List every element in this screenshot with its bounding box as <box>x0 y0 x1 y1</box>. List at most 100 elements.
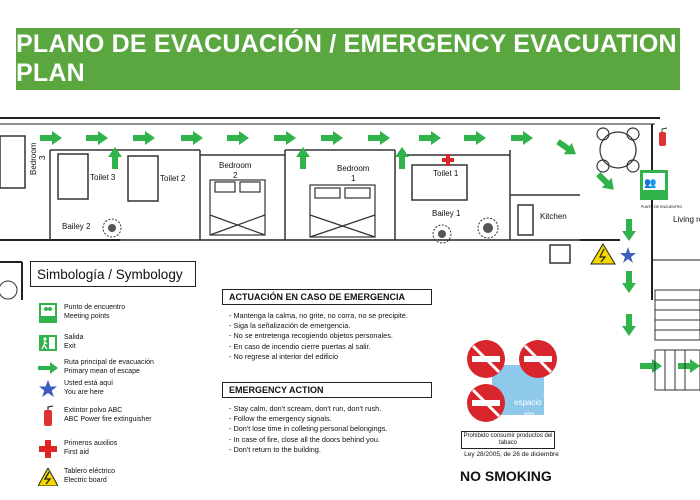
prohibido-text: Prohibido consumir productos del tabaco <box>463 433 553 446</box>
first-aid-icon <box>442 154 454 166</box>
emergency-item: Follow the emergency signals. <box>229 414 387 424</box>
title-banner: PLANO DE EVACUACIÓN / EMERGENCY EVACUATI… <box>16 28 680 90</box>
label-bedroom-1: Bedroom <box>337 164 370 173</box>
label-bedroom-3-num: 3 <box>38 155 47 160</box>
legend-label-es: Ruta principal de evacuación <box>64 359 154 366</box>
exit-icon <box>38 333 58 353</box>
emergency-item: Don't return to the building. <box>229 445 387 455</box>
route-arrow <box>181 131 203 145</box>
building-walls <box>0 117 700 300</box>
label-toilet-1: Toilet 1 <box>433 169 459 178</box>
fire-extinguisher-icon <box>38 405 58 426</box>
emergency-title: EMERGENCY ACTION <box>229 385 324 395</box>
plant-bailey-2 <box>102 218 122 238</box>
route-arrow <box>622 271 636 293</box>
legend-label-en: Primary mean of escape <box>64 368 140 375</box>
ley-text: Ley 28/2005, de 26 de diciembre <box>464 451 559 458</box>
legend-label-es: Punto de encuentro <box>64 304 126 311</box>
label-bedroom-2-num: 2 <box>233 171 238 180</box>
actuacion-item: Mantenga la calma, no grite, no corra, n… <box>229 311 407 321</box>
route-arrow <box>593 169 619 195</box>
plant-hall <box>477 217 499 239</box>
legend-label-en: You are here <box>64 389 104 396</box>
fire-extinguisher-icon <box>659 127 668 146</box>
emergency-item: In case of fire, close all the doors beh… <box>229 435 387 445</box>
floor-plan: Bedroom 3 Toilet 3 Toilet 2 Bedroom 2 Be… <box>0 117 700 391</box>
bed-bedroom-1 <box>309 184 376 238</box>
prohibido-box: Prohibido consumir productos del tabaco <box>461 431 555 449</box>
legend-label-en: Exit <box>64 343 76 350</box>
no-smoking-icon <box>519 340 557 378</box>
label-bedroom-3: Bedroom <box>29 142 38 175</box>
route-arrow <box>622 219 636 241</box>
route-arrow <box>395 147 409 169</box>
actuacion-item: No se entretenga recogiendo objetos pers… <box>229 331 408 341</box>
room-partitions <box>0 135 580 264</box>
route-arrow <box>419 131 441 145</box>
actuacion-item: Siga la señalización de emergencia. <box>229 321 408 331</box>
round-object <box>0 280 18 300</box>
route-arrow <box>640 359 662 373</box>
emergency-item: Don't lose time in colleting personal be… <box>229 424 387 434</box>
emergency-item: Stay calm, don't scream, don't run, don'… <box>229 404 387 414</box>
you-are-here-star <box>620 247 636 263</box>
legend-label-es: Primeros auxilios <box>64 440 118 447</box>
no-smoking-label: NO SMOKING <box>460 468 552 484</box>
electric-board-icon <box>38 467 58 487</box>
route-arrow <box>321 131 343 145</box>
no-smoking-icon <box>467 340 505 378</box>
emergency-title-box: EMERGENCY ACTION <box>222 382 432 398</box>
meeting-sign-text: PUNTO DE ENCUENTRO <box>641 205 682 209</box>
actuacion-item: En caso de incendio cierre puertas al sa… <box>229 342 408 352</box>
legend-label-es: Usted está aquí <box>64 380 114 387</box>
label-toilet-2: Toilet 2 <box>160 174 186 183</box>
route-arrow <box>464 131 486 145</box>
emergency-list: Stay calm, don't scream, don't run, don'… <box>229 404 387 455</box>
label-living-room: Living ro <box>673 215 700 224</box>
label-kitchen: Kitchen <box>540 212 567 221</box>
page-title: PLANO DE EVACUACIÓN / EMERGENCY EVACUATI… <box>16 30 677 87</box>
stairs <box>654 289 700 391</box>
actuacion-title: ACTUACIÓN EN CASO DE EMERGENCIA <box>229 292 406 302</box>
label-bailey-2: Bailey 2 <box>62 222 91 231</box>
plant-bailey-1 <box>432 224 452 244</box>
no-smoking-signs: espacio sin <box>467 340 557 422</box>
sin-label: sin <box>524 410 534 419</box>
route-arrow <box>678 359 700 373</box>
route-arrow <box>274 131 296 145</box>
label-bailey-1: Bailey 1 <box>432 209 461 218</box>
legend-label-en: ABC Power fire extinguisher <box>64 416 152 423</box>
green-arrow-icon <box>38 358 58 378</box>
no-smoking-icon <box>467 384 505 422</box>
espacio-label: espacio <box>514 398 542 407</box>
legend-label-es: Extintor polvo ABC <box>64 407 123 414</box>
blue-star-icon <box>38 379 58 399</box>
route-arrow <box>511 131 533 145</box>
label-bedroom-2: Bedroom <box>219 161 252 170</box>
route-arrow <box>40 131 62 145</box>
route-arrow <box>86 131 108 145</box>
legend-title-box: Simbología / Symbology <box>30 261 196 287</box>
legend-label-en: Meeting points <box>64 313 110 320</box>
dining-table <box>596 127 640 173</box>
route-arrow <box>622 314 636 336</box>
route-arrow <box>227 131 249 145</box>
label-toilet-3: Toilet 3 <box>90 173 116 182</box>
route-arrow <box>368 131 390 145</box>
actuacion-item: No regrese al interior del edificio <box>229 352 408 362</box>
electric-board-icon <box>590 243 616 265</box>
legend-title: Simbología / Symbology <box>37 266 183 282</box>
svg-text:👥: 👥 <box>644 178 656 189</box>
bed-bedroom-2 <box>209 179 266 236</box>
meeting-point-sign: 👥 PUNTO DE ENCUENTRO <box>640 170 682 209</box>
legend-label-es: Tablero eléctrico <box>64 468 115 475</box>
route-arrow <box>553 135 581 161</box>
legend-label-es: Salida <box>64 334 84 341</box>
first-aid-icon <box>38 439 58 459</box>
label-bedroom-1-num: 1 <box>351 174 356 183</box>
actuacion-title-box: ACTUACIÓN EN CASO DE EMERGENCIA <box>222 289 432 305</box>
